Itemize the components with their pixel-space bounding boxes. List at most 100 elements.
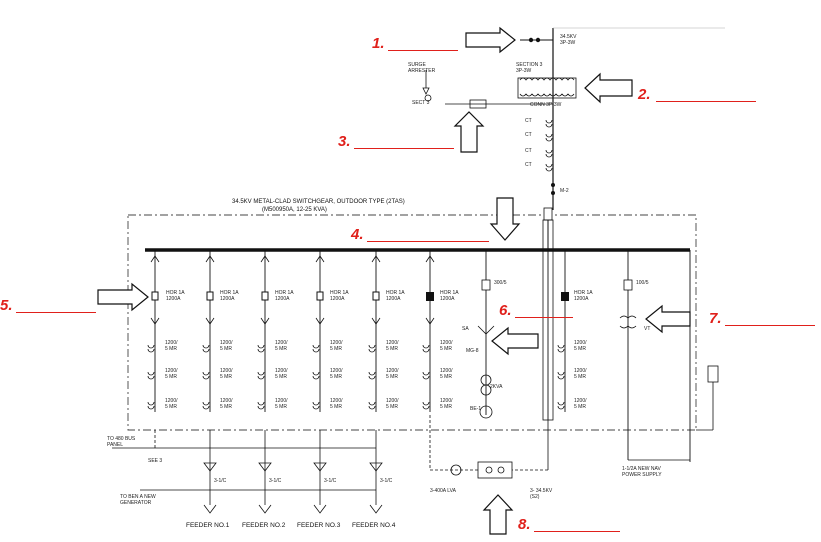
svg-text:HOR 1A: HOR 1A — [166, 290, 185, 296]
svg-text:HOR 1A: HOR 1A — [386, 290, 405, 296]
arrow-6 — [491, 326, 539, 356]
svg-text:HOR 1A: HOR 1A — [440, 290, 459, 296]
callout-underline-5 — [16, 312, 96, 313]
svg-text:TO 480 BUS: TO 480 BUS — [107, 436, 136, 442]
svg-text:1200/: 1200/ — [330, 368, 343, 374]
svg-text:HOR 1A: HOR 1A — [330, 290, 349, 296]
svg-text:SURGE: SURGE — [408, 62, 426, 68]
arrow-2 — [584, 72, 633, 104]
svg-text:3P-3W: 3P-3W — [560, 40, 576, 46]
svg-text:5 MR: 5 MR — [165, 404, 177, 410]
svg-text:SECTION 3: SECTION 3 — [516, 62, 543, 68]
incoming-cts: CT CT CT CT M-2 — [525, 118, 569, 195]
feeder-label-1: FEEDER NO.1 — [186, 522, 230, 529]
vt-branch: 100/5 VT — [619, 250, 650, 460]
svg-text:CT: CT — [525, 148, 532, 154]
arrow-8 — [482, 494, 514, 535]
svg-text:3-1/C: 3-1/C — [214, 478, 227, 484]
callout-underline-1 — [388, 50, 458, 51]
callout-underline-2 — [656, 101, 756, 102]
svg-text:5 MR: 5 MR — [330, 404, 342, 410]
svg-text:5 MR: 5 MR — [386, 346, 398, 352]
svg-text:100/5: 100/5 — [636, 280, 649, 286]
arrow-7 — [645, 304, 691, 334]
svg-text:1200A: 1200A — [440, 296, 455, 302]
svg-text:1200/: 1200/ — [440, 398, 453, 404]
svg-text:CONN 3P-3W: CONN 3P-3W — [530, 102, 562, 108]
svg-text:1200A: 1200A — [574, 296, 589, 302]
feeder-label-3: FEEDER NO.3 — [297, 522, 341, 529]
callout-underline-6 — [515, 317, 573, 318]
svg-text:5 MR: 5 MR — [386, 374, 398, 380]
svg-text:1200A: 1200A — [330, 296, 345, 302]
svg-text:3-400A LVA: 3-400A LVA — [430, 488, 457, 494]
switchgear-enclosure — [127, 214, 697, 431]
arrow-5 — [97, 282, 149, 312]
svg-text:POWER SUPPLY: POWER SUPPLY — [622, 472, 662, 478]
svg-text:1200/: 1200/ — [440, 368, 453, 374]
svg-text:3P-3W: 3P-3W — [516, 68, 532, 74]
callout-label-6: 6. — [499, 302, 512, 319]
bottom-center-branch: 3-400A LVA 3- 34.5KV (S2) — [429, 415, 553, 500]
callout-underline-4 — [367, 241, 489, 242]
svg-text:1200A: 1200A — [386, 296, 401, 302]
svg-text:1200/: 1200/ — [275, 368, 288, 374]
svg-text:5 MR: 5 MR — [330, 374, 342, 380]
svg-text:1200A: 1200A — [220, 296, 235, 302]
switchgear-title: 34.5KV METAL-CLAD SWITCHGEAR, OUTDOOR TY… — [232, 199, 405, 205]
svg-text:3-1/C: 3-1/C — [324, 478, 337, 484]
callout-label-7: 7. — [709, 310, 722, 327]
arrow-4 — [489, 197, 521, 241]
svg-text:5 MR: 5 MR — [574, 374, 586, 380]
svg-text:1-1/2A NEW NAV: 1-1/2A NEW NAV — [622, 466, 661, 472]
svg-text:HOR 1A: HOR 1A — [220, 290, 239, 296]
svg-text:SA: SA — [462, 326, 469, 332]
callout-label-5: 5. — [0, 297, 13, 314]
svg-text:1200/: 1200/ — [165, 340, 178, 346]
svg-text:1200/: 1200/ — [165, 398, 178, 404]
svg-text:TO BEN A NEW: TO BEN A NEW — [120, 494, 156, 500]
svg-text:5 MR: 5 MR — [275, 404, 287, 410]
svg-text:1200/: 1200/ — [386, 368, 399, 374]
svg-text:SECT 3: SECT 3 — [412, 100, 430, 106]
arrow-1 — [465, 26, 516, 54]
svg-text:3-1/C: 3-1/C — [380, 478, 393, 484]
callout-label-1: 1. — [372, 35, 385, 52]
svg-text:5 MR: 5 MR — [330, 346, 342, 352]
svg-text:5 MR: 5 MR — [574, 346, 586, 352]
svg-text:5 MR: 5 MR — [165, 346, 177, 352]
svg-text:CT: CT — [525, 132, 532, 138]
station-service-branch: 300/5 SA MG-8 2KVA BE-1 — [462, 250, 507, 419]
svg-text:34.5KV: 34.5KV — [560, 34, 577, 40]
svg-text:HOR 1A: HOR 1A — [574, 290, 593, 296]
feeder-label-2: FEEDER NO.2 — [242, 522, 286, 529]
incoming-line: 34.5KV 3P-3W — [520, 27, 725, 210]
svg-text:1200/: 1200/ — [386, 340, 399, 346]
svg-text:PANEL: PANEL — [107, 442, 123, 448]
svg-text:1200A: 1200A — [166, 296, 181, 302]
callout-underline-3 — [354, 148, 454, 149]
svg-text:ARRESTER: ARRESTER — [408, 68, 436, 74]
svg-text:SEE 3: SEE 3 — [148, 458, 162, 464]
svg-text:CT: CT — [525, 118, 532, 124]
svg-text:1200/: 1200/ — [275, 398, 288, 404]
svg-text:5 MR: 5 MR — [220, 374, 232, 380]
svg-text:1200/: 1200/ — [440, 340, 453, 346]
svg-text:HOR 1A: HOR 1A — [275, 290, 294, 296]
ground-branch: SURGE ARRESTER SECT 3 — [408, 62, 553, 109]
feeder-outputs: TO 480 BUS PANEL SEE 3 TO BEN A NEW GENE… — [107, 430, 393, 514]
svg-text:(S2): (S2) — [530, 494, 540, 500]
callout-underline-8 — [534, 531, 620, 532]
svg-text:1200/: 1200/ — [386, 398, 399, 404]
svg-text:3- 34.5KV: 3- 34.5KV — [530, 488, 553, 494]
callout-label-3: 3. — [338, 133, 351, 150]
svg-text:3-1/C: 3-1/C — [269, 478, 282, 484]
svg-text:5 MR: 5 MR — [220, 346, 232, 352]
switchgear-subtitle: (M500950A, 12-25 KVA) — [262, 207, 327, 213]
